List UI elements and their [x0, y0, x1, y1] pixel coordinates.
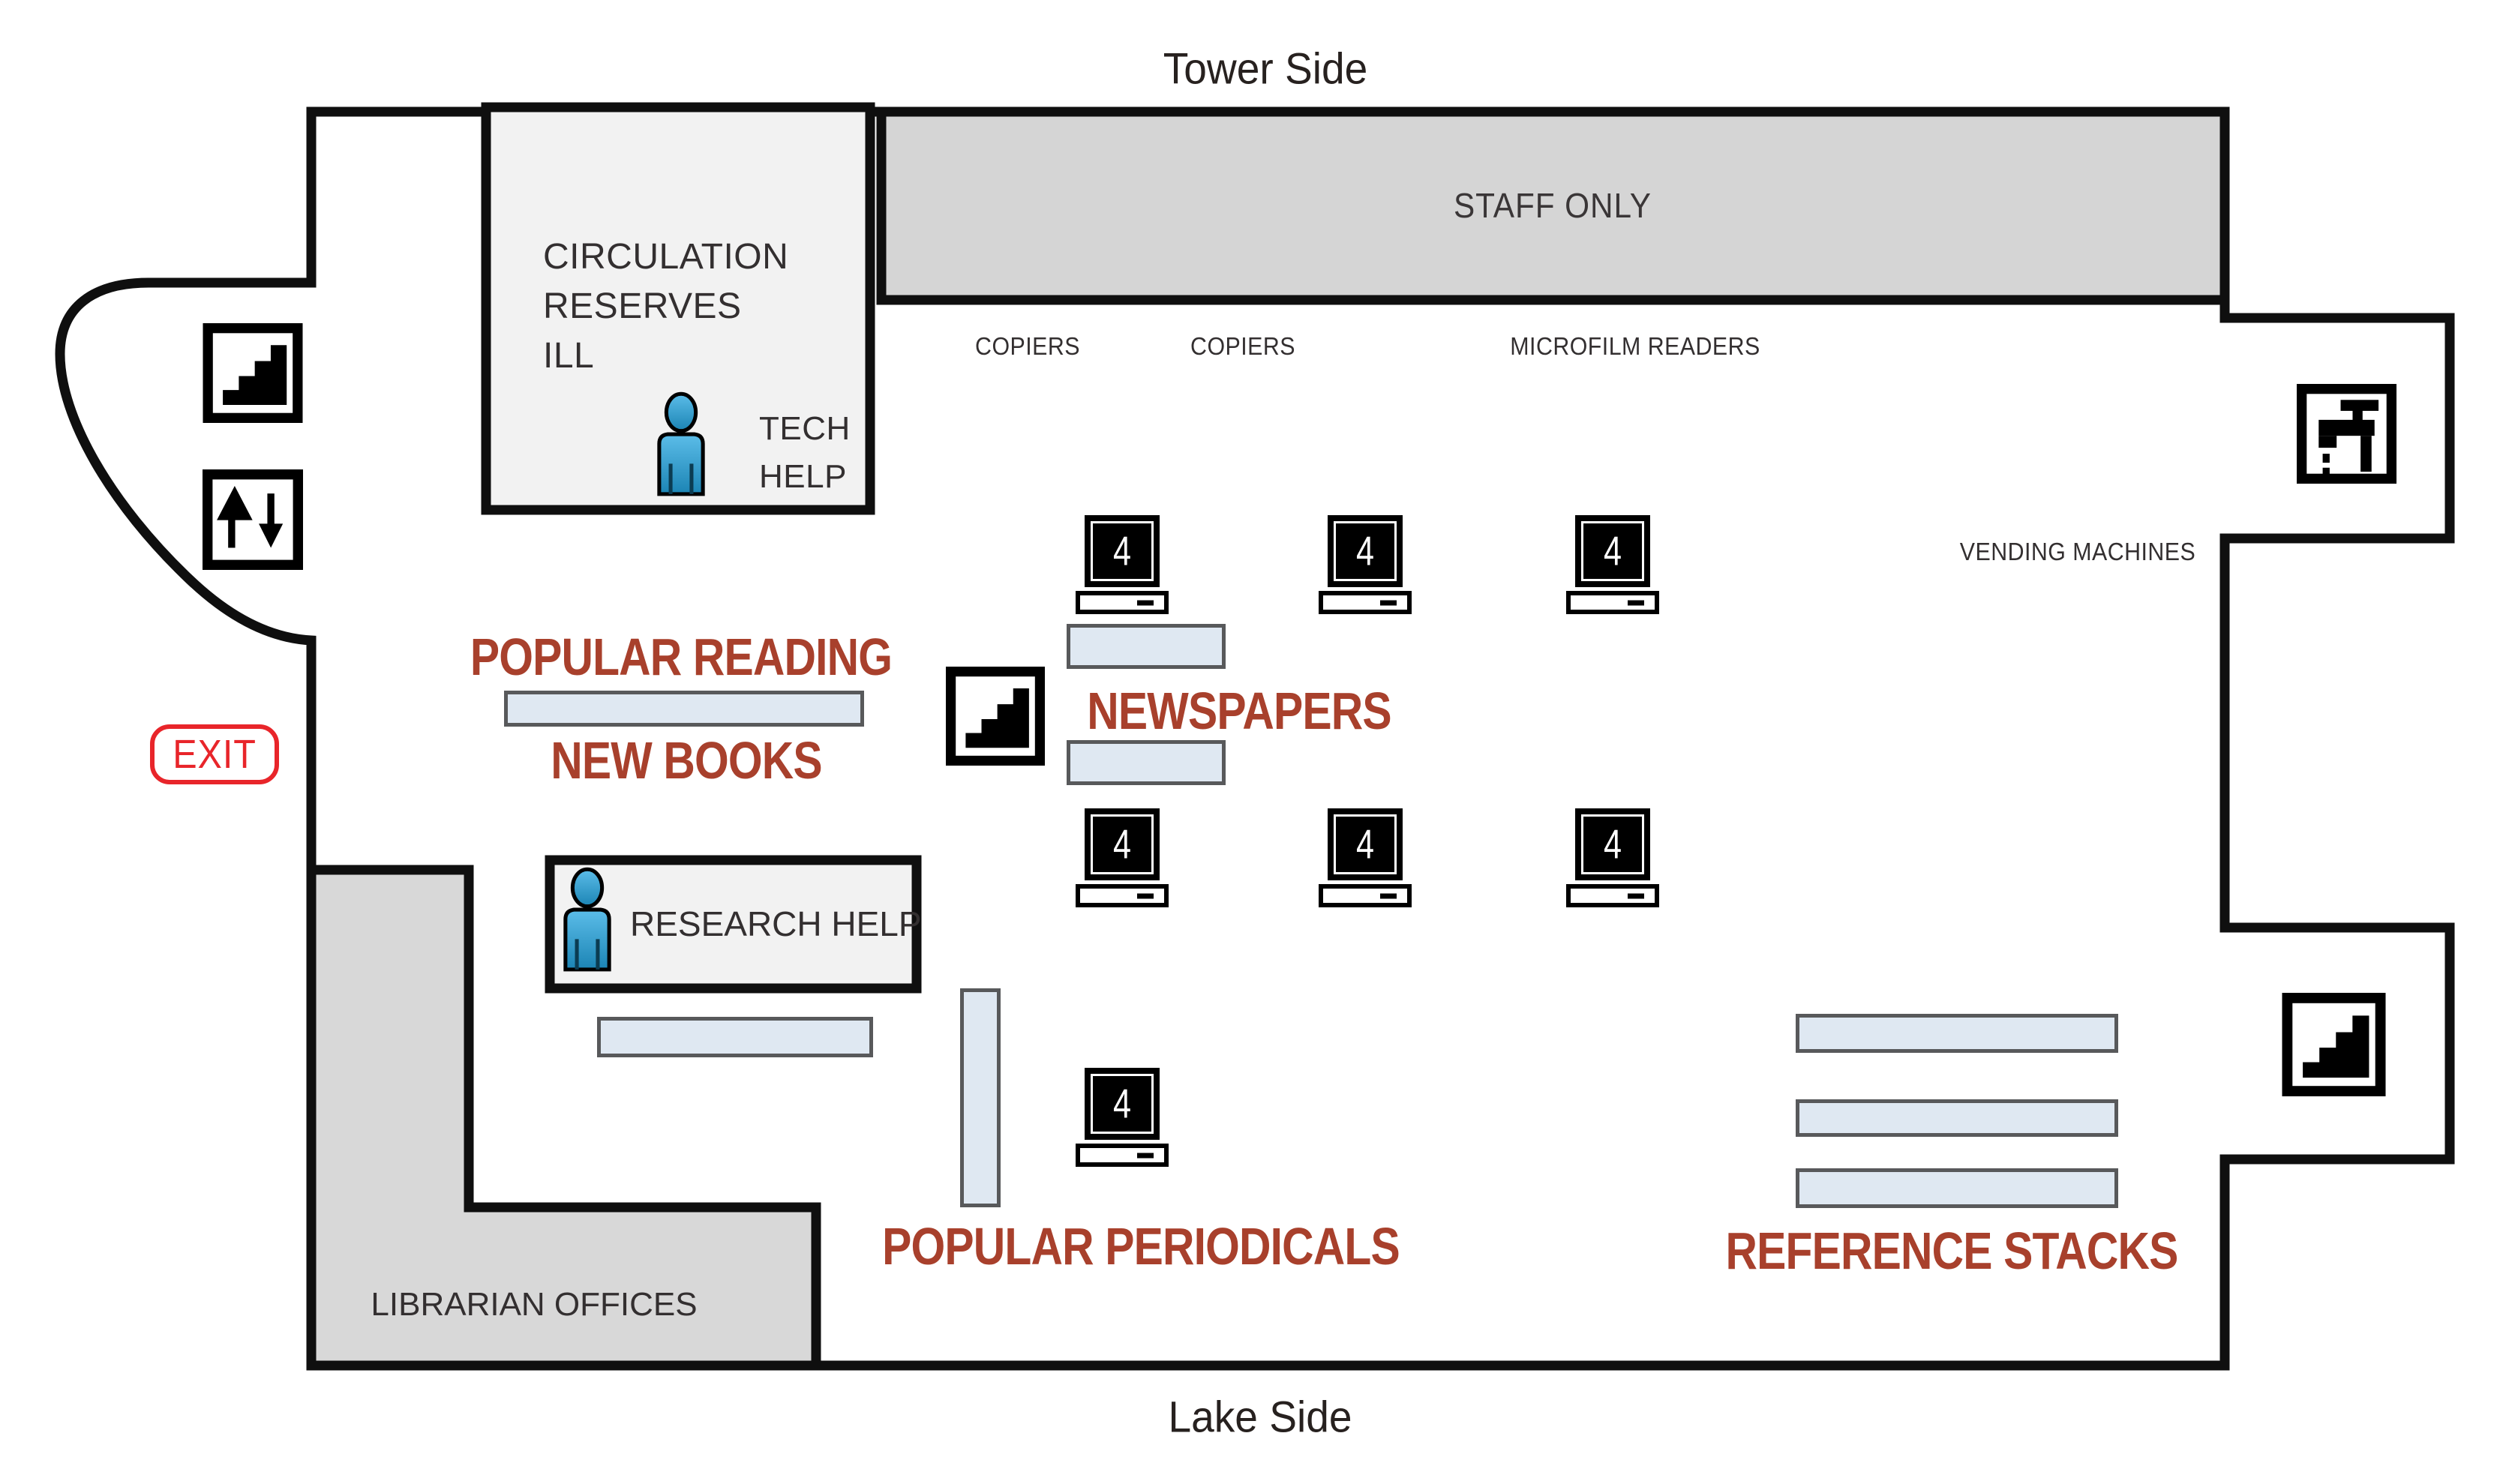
computer-base: [1319, 884, 1412, 907]
copiers-label-1: COPIERS: [975, 332, 1080, 360]
new-books-label: NEW BOOKS: [551, 731, 822, 790]
reference-stacks-label: REFERENCE STACKS: [1725, 1222, 2179, 1280]
stairs-icon: [203, 323, 303, 423]
elevator-icon: [203, 469, 303, 570]
staff-only-area: [876, 106, 2230, 305]
reference-shelf-3: [1796, 1168, 2118, 1208]
computer-station: 4: [1319, 808, 1412, 907]
reference-shelf-2: [1796, 1099, 2118, 1137]
exit-sign: EXIT: [150, 724, 279, 784]
circulation-label: CIRCULATION RESERVES ILL: [543, 232, 788, 381]
computer-screen-number: 4: [1355, 821, 1375, 868]
computer-monitor: 4: [1328, 808, 1403, 880]
computer-base: [1076, 591, 1169, 614]
computer-monitor: 4: [1085, 808, 1160, 880]
copiers-label-2: COPIERS: [1190, 332, 1295, 360]
person-icon: [563, 867, 611, 972]
computer-monitor: 4: [1085, 1068, 1160, 1140]
computer-station: 4: [1076, 1068, 1169, 1167]
circulation-line1: CIRCULATION: [543, 237, 789, 277]
tech-help-label: TECH HELP: [759, 405, 851, 501]
computer-station: 4: [1076, 515, 1169, 614]
computer-monitor: 4: [1575, 808, 1650, 880]
computer-station: 4: [1566, 808, 1659, 907]
drinking-fountain-icon: [2297, 384, 2396, 484]
computer-screen-number: 4: [1112, 528, 1132, 574]
newspapers-shelf-top: [1067, 624, 1226, 669]
popular-reading-label: POPULAR READING: [470, 628, 893, 686]
computer-monitor: 4: [1575, 515, 1650, 587]
librarian-offices-label: LIBRARIAN OFFICES: [371, 1286, 698, 1323]
computer-station: 4: [1566, 515, 1659, 614]
staff-only-label: STAFF ONLY: [1454, 186, 1652, 225]
exit-label: EXIT: [173, 732, 257, 777]
tower-side-title: Tower Side: [1163, 44, 1368, 94]
lake-side-title: Lake Side: [1168, 1393, 1352, 1442]
popular-reading-shelf: [504, 691, 864, 727]
computer-base: [1076, 1144, 1169, 1167]
computer-screen-number: 4: [1603, 528, 1622, 574]
circulation-line3: ILL: [543, 336, 595, 376]
computer-screen-number: 4: [1112, 1081, 1132, 1127]
popular-periodicals-label: POPULAR PERIODICALS: [882, 1217, 1400, 1276]
newspapers-shelf-bottom: [1067, 740, 1226, 785]
building-outline: [55, 106, 2455, 1371]
computer-screen-number: 4: [1112, 821, 1132, 868]
computer-monitor: 4: [1328, 515, 1403, 587]
computer-screen-number: 4: [1603, 821, 1622, 868]
computer-base: [1319, 591, 1412, 614]
tech-help-line2: HELP: [759, 458, 847, 495]
research-area-shelf: [597, 1017, 873, 1057]
computer-station: 4: [1319, 515, 1412, 614]
computer-station: 4: [1076, 808, 1169, 907]
vending-machines-label: VENDING MACHINES: [1959, 538, 2196, 565]
microfilm-readers-label: MICROFILM READERS: [1510, 332, 1760, 360]
newspapers-label: NEWSPAPERS: [1087, 682, 1391, 740]
tech-help-line1: TECH: [759, 410, 851, 447]
computer-base: [1566, 884, 1659, 907]
research-help-label: RESEARCH HELP: [630, 904, 922, 943]
circulation-line2: RESERVES: [543, 286, 742, 326]
person-icon: [657, 391, 705, 496]
stairs-icon: [2282, 993, 2386, 1096]
computer-base: [1566, 591, 1659, 614]
computer-screen-number: 4: [1355, 528, 1375, 574]
stairs-icon: [946, 667, 1045, 766]
periodicals-vertical-shelf: [960, 988, 1001, 1207]
reference-shelf-1: [1796, 1014, 2118, 1053]
computer-base: [1076, 884, 1169, 907]
computer-monitor: 4: [1085, 515, 1160, 587]
